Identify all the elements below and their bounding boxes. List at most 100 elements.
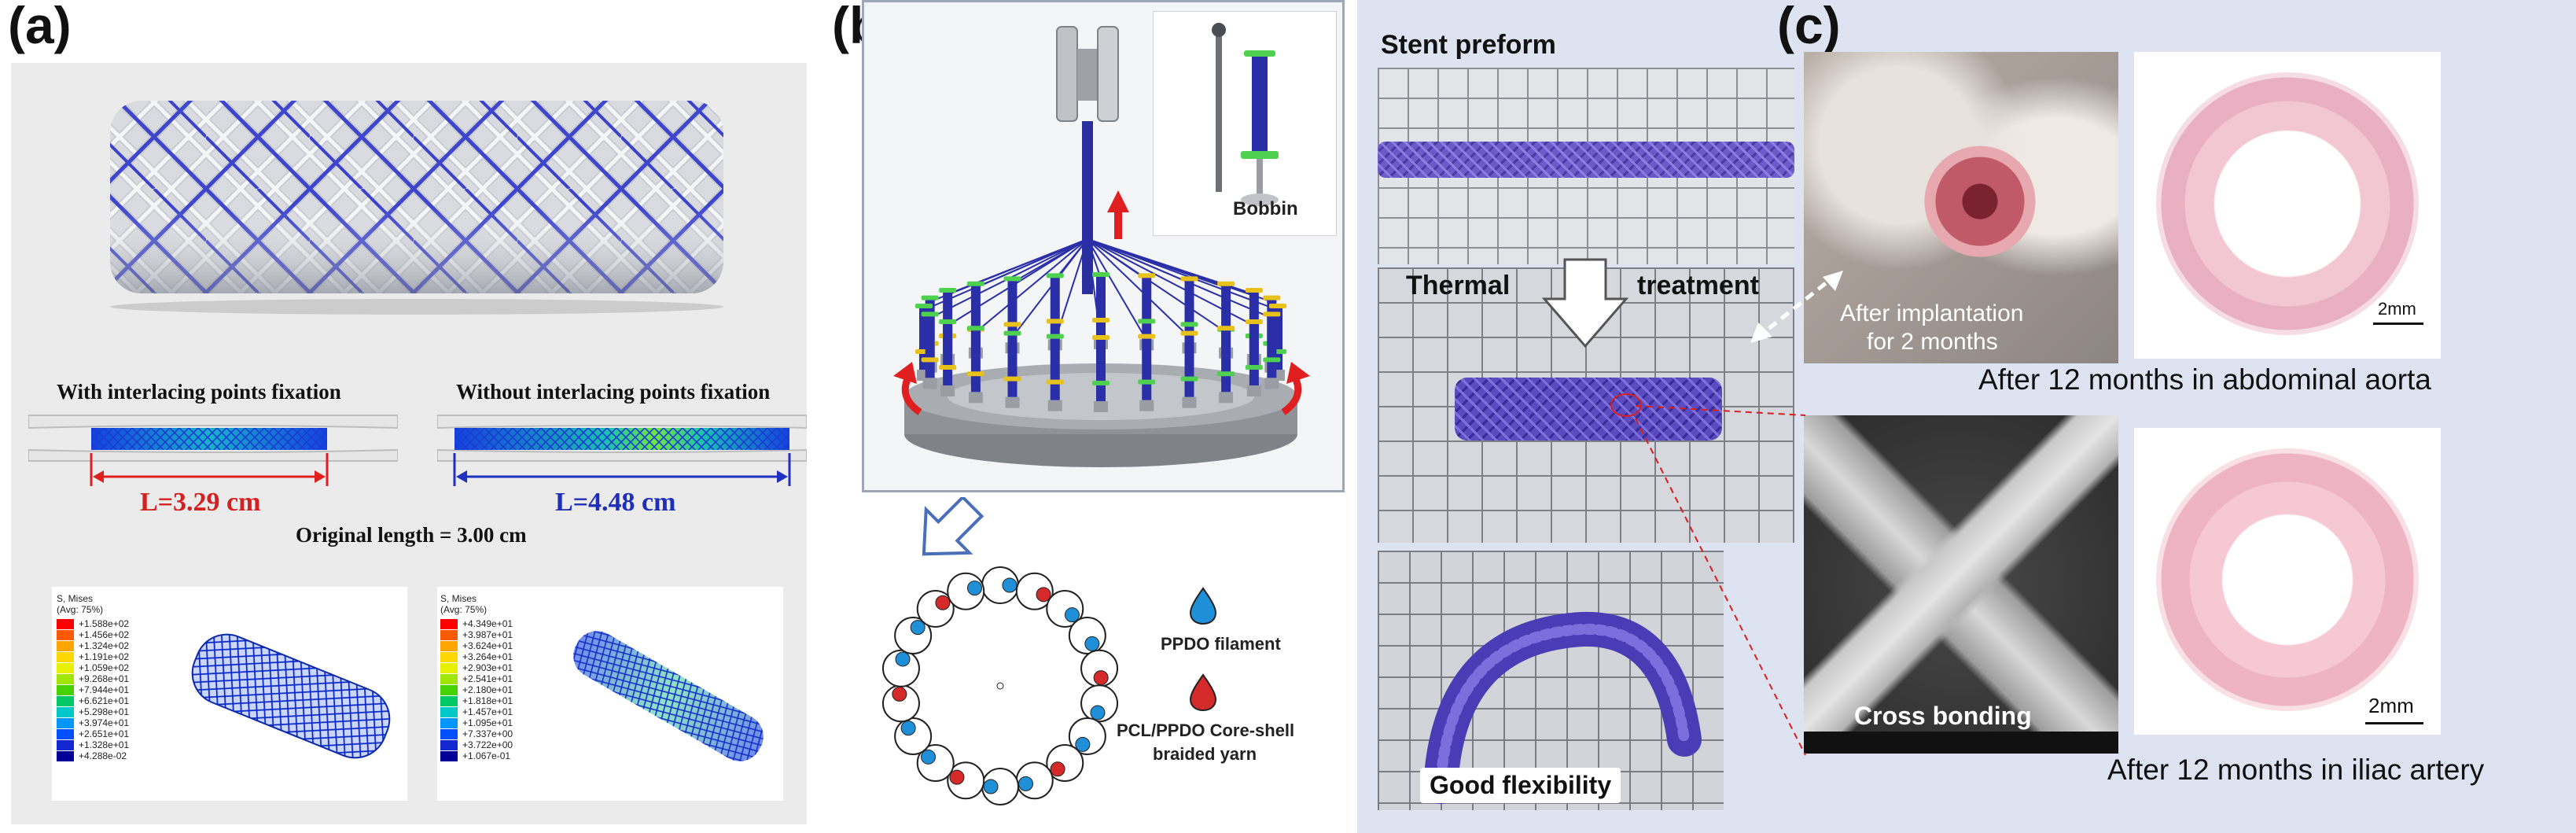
treatment-label: treatment [1637, 271, 1759, 300]
braiding-yarn [1011, 238, 1088, 338]
ppdo-filament-marker [900, 721, 916, 736]
contour-legend-right-value: +3.722e+00 [462, 739, 513, 750]
histology-aorta-ring [2156, 72, 2419, 335]
without-fixation-caption: Without interlacing points fixation [456, 380, 771, 404]
fem-deformed-stent-right [573, 631, 764, 761]
contour-legend-left-value: +5.298e+01 [79, 706, 130, 717]
ring-center [996, 682, 1004, 690]
contour-legend-right-value: +2.180e+01 [462, 684, 513, 695]
contour-legend-right-swatch [440, 640, 458, 651]
braiding-yarn [1087, 238, 1272, 303]
contour-legend-right-swatch [440, 651, 458, 662]
contour-legend-left-row: +5.298e+01 [57, 706, 182, 717]
contour-legend-left-value: +9.268e+01 [79, 673, 130, 684]
thermal-label: Thermal [1406, 271, 1511, 300]
contour-legend-right-value: +1.067e-01 [462, 750, 511, 761]
contour-legend-right-swatch [440, 684, 458, 695]
contour-legend-left-title: S, Mises [57, 593, 94, 604]
caption-iliac-artery: After 12 months in iliac artery [2107, 754, 2485, 786]
contour-legend-left-row: +6.621e+01 [57, 695, 182, 706]
contour-legend-right-value: +2.903e+01 [462, 662, 513, 673]
contour-legend-right-row: +2.903e+01 [440, 662, 566, 673]
photo-implanted-stent [1804, 52, 2118, 363]
braided-stent-render [110, 101, 723, 315]
contour-legend-left-row: +1.328e+01 [57, 739, 182, 750]
carrier-bobbin [1046, 334, 1064, 411]
ppdo-filament-marker [1064, 607, 1080, 623]
with-fixation-caption: With interlacing points fixation [57, 380, 341, 404]
braiding-yarn [1087, 238, 1227, 334]
cross-bond-highlight-circle [1610, 393, 1642, 417]
braiding-yarn [1087, 238, 1190, 338]
contour-legend-left-subtitle: (Avg: 75%) [57, 604, 104, 615]
carrier-bobbin [1263, 311, 1281, 389]
bobbin-illustration [1212, 23, 1279, 206]
contour-legend-left-value: +4.288e-02 [79, 750, 127, 761]
panel-c-label: (c) [1777, 0, 1841, 54]
contour-legend-left-row: +9.268e+01 [57, 673, 182, 684]
ppdo-filament-marker [1090, 705, 1106, 721]
pcl-ppdo-yarn-marker [1093, 670, 1109, 686]
contour-legend-right-row: +3.987e+01 [440, 629, 566, 640]
fem-deformed-stent-left [191, 633, 391, 759]
braiding-yarn [1087, 238, 1272, 319]
contour-legend-left-swatch [57, 618, 74, 629]
contour-legend-right-row: +3.264e+01 [440, 651, 566, 662]
contour-legend-left-swatch [57, 706, 74, 717]
braiding-yarn [975, 238, 1088, 334]
histology-iliac-ring [2156, 448, 2419, 711]
contour-legend-right-row: +3.722e+00 [440, 739, 566, 750]
contour-legend-right-swatch [440, 728, 458, 739]
contour-legend-right-swatch [440, 618, 458, 629]
length-without-fixation: L=4.48 cm [555, 488, 676, 517]
contour-legend-right-value: +2.541e+01 [462, 673, 513, 684]
ppdo-filament-marker [1002, 577, 1018, 593]
cross-bonding-label: Cross bonding [1854, 702, 2032, 730]
braiding-yarn [1087, 238, 1148, 341]
contour-legend-left-row: +2.651e+01 [57, 728, 182, 739]
contour-legend-right-row: +2.180e+01 [440, 684, 566, 695]
contour-legend-right: S, Mises (Avg: 75%) +4.349e+01+3.987e+01… [440, 593, 566, 761]
pcl-ppdo-yarn-marker [892, 686, 907, 702]
carrier-bobbin [939, 319, 957, 396]
contour-legend-right-value: +1.095e+01 [462, 717, 513, 728]
scale-bar-top [2373, 323, 2423, 325]
bobbin-label: Bobbin [1233, 198, 1298, 219]
contour-legend-left-row: +1.059e+02 [57, 662, 182, 673]
hollow-up-arrow [922, 497, 984, 556]
contour-legend-left-value: +1.191e+02 [79, 651, 130, 662]
contour-legend-right-row: +4.349e+01 [440, 618, 566, 629]
carrier-bobbin [921, 311, 939, 389]
pcl-ppdo-yarn-marker [949, 769, 965, 785]
stent-preform-label: Stent preform [1381, 30, 1556, 60]
contour-legend-left-value: +1.588e+02 [79, 618, 130, 629]
scale-label-bottom: 2mm [2368, 694, 2414, 717]
carrier-ring-diagram [881, 566, 1119, 805]
sem-info-bar [1804, 732, 2118, 754]
contour-legend-left-row: +1.456e+02 [57, 629, 182, 640]
implant-caption-line1: After implantation [1840, 300, 2024, 326]
carrier-bobbin [1180, 330, 1198, 408]
ppdo-filament-marker [910, 620, 926, 636]
contour-legend-left-swatch [57, 717, 74, 728]
contour-legend-right-swatch [440, 750, 458, 761]
pcl-ppdo-yarn-swatch [1189, 673, 1217, 711]
contour-legend-left-value: +1.328e+01 [79, 739, 130, 750]
ppdo-filament-marker [983, 779, 999, 794]
contour-legend-right-value: +1.818e+01 [462, 695, 513, 706]
pcl-ppdo-yarn-marker [1050, 761, 1065, 777]
contour-legend-left-value: +1.456e+02 [79, 629, 130, 640]
contour-legend-right-row: +7.337e+00 [440, 728, 566, 739]
length-with-fixation: L=3.29 cm [140, 488, 261, 517]
contour-legend-right-value: +7.337e+00 [462, 728, 513, 739]
contour-legend-left-swatch [57, 728, 74, 739]
contour-legend-right-row: +1.818e+01 [440, 695, 566, 706]
contour-legend-left-value: +3.974e+01 [79, 717, 130, 728]
contour-legend-left-swatch [57, 739, 74, 750]
bent-stent [1423, 611, 1702, 804]
contour-legend-left-swatch [57, 629, 74, 640]
contour-legend-right-row: +1.457e+01 [440, 706, 566, 717]
contour-legend-right-swatch [440, 673, 458, 684]
contour-legend-left-row: +3.974e+01 [57, 717, 182, 728]
pcl-ppdo-yarn-label-line2: braided yarn [1153, 744, 1257, 764]
